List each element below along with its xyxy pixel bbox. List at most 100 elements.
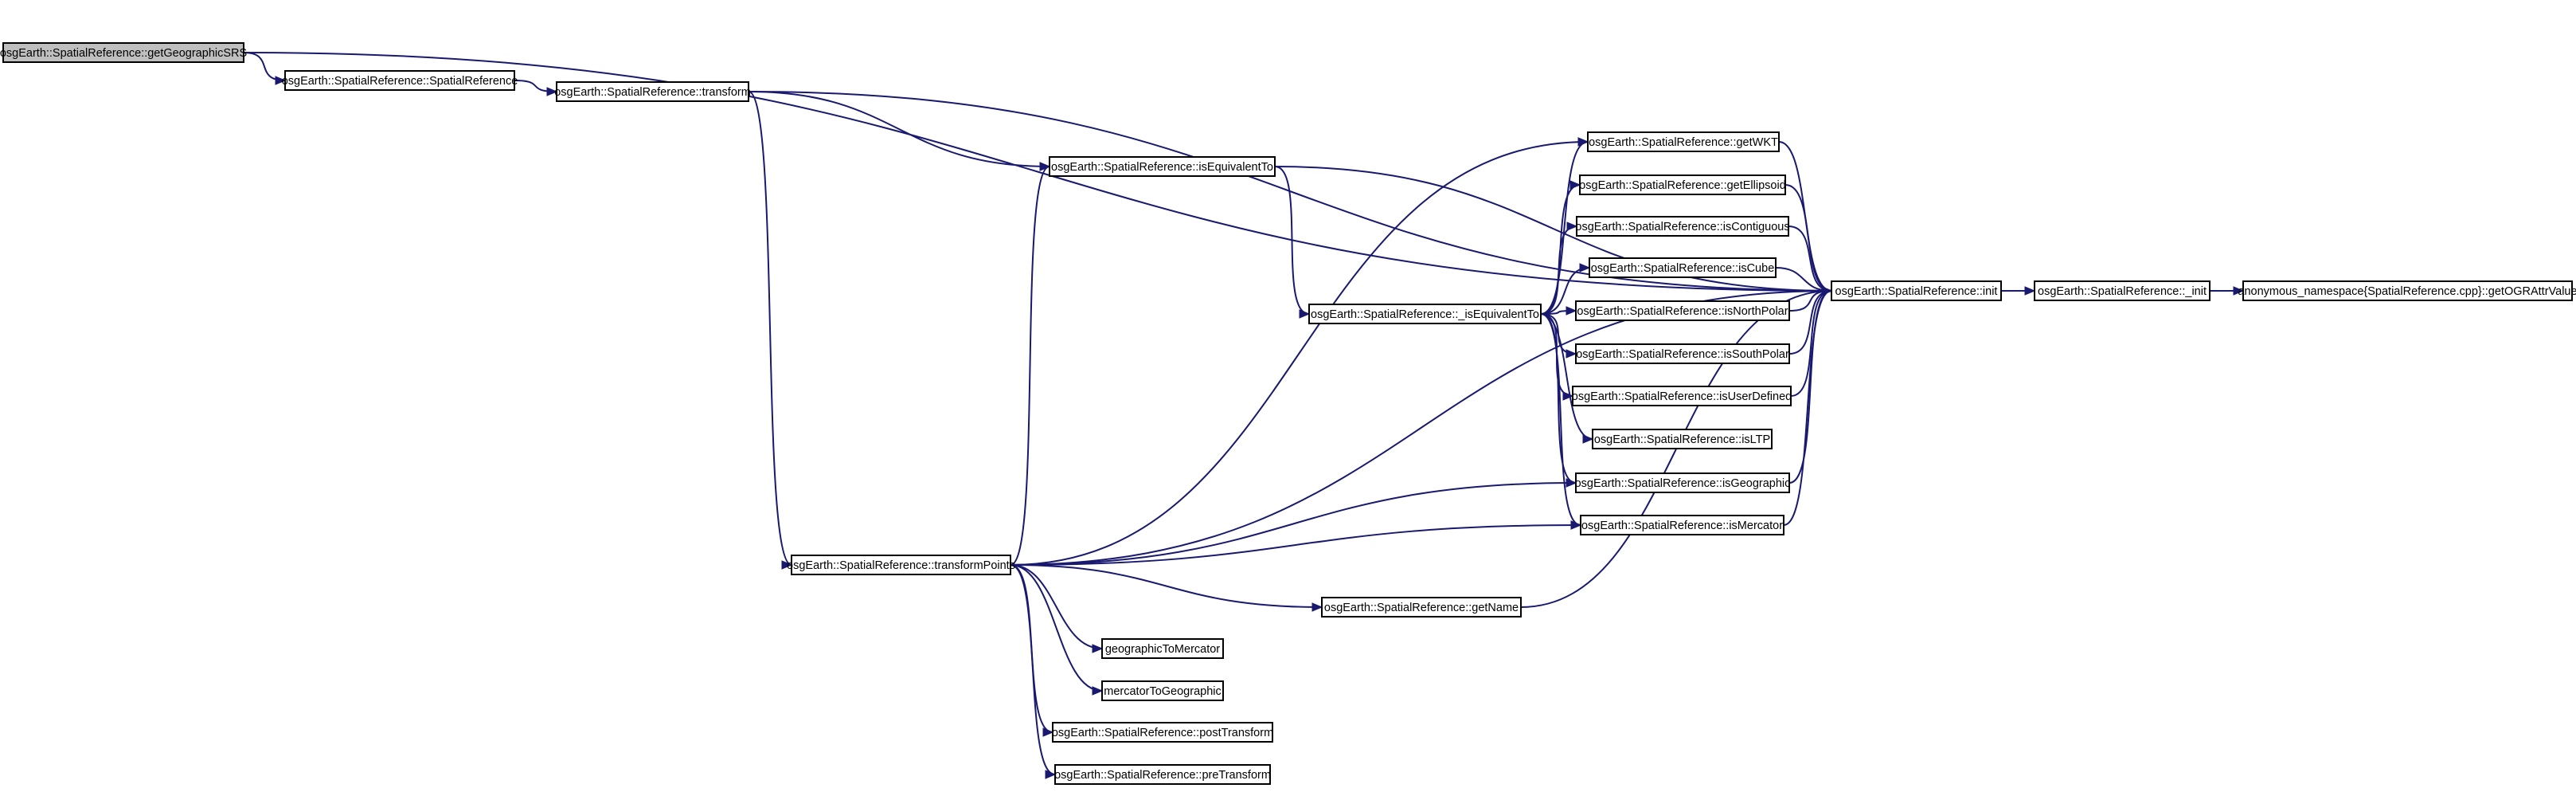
edge-transform-to-isEquivalentTo bbox=[748, 91, 1050, 167]
node-label: osgEarth::SpatialReference::isGeographic bbox=[1575, 477, 1791, 490]
arrowhead-transformPoints-to-geographicToMercator bbox=[1092, 644, 1104, 653]
node-preTransform[interactable]: osgEarth::SpatialReference::preTransform bbox=[1054, 764, 1271, 785]
arrowhead-_init-to-getOGRAttrValue bbox=[2233, 286, 2245, 296]
arrowhead-_isEquivalentTo-to-getEllipsoid bbox=[1569, 180, 1581, 190]
edge-transformPoints-to-preTransform bbox=[1010, 564, 1056, 775]
node-box[interactable] bbox=[1575, 343, 1790, 364]
arrowhead-_isEquivalentTo-to-isContiguous bbox=[1566, 222, 1578, 231]
node-box[interactable] bbox=[1575, 472, 1790, 493]
node-postTransform[interactable]: osgEarth::SpatialReference::postTransfor… bbox=[1052, 722, 1273, 743]
edge-transformPoints-to-getWKT bbox=[1010, 141, 1589, 566]
edge-_isEquivalentTo-to-isContiguous bbox=[1540, 225, 1577, 315]
node-box[interactable] bbox=[1321, 597, 1522, 618]
arrowhead-getName-to-init bbox=[1821, 286, 1833, 296]
arrowhead-init-to-_init bbox=[2024, 286, 2036, 296]
node-getWKT[interactable]: osgEarth::SpatialReference::getWKT bbox=[1587, 131, 1780, 152]
node-isContiguous[interactable]: osgEarth::SpatialReference::isContiguous bbox=[1575, 216, 1790, 237]
node-isNorthPolar[interactable]: osgEarth::SpatialReference::isNorthPolar bbox=[1575, 300, 1790, 321]
node-box[interactable] bbox=[1592, 429, 1773, 449]
arrowhead-transform-to-transformPoints bbox=[781, 560, 793, 570]
node-label: osgEarth::SpatialReference::init bbox=[1835, 285, 1998, 298]
node-label: mercatorToGeographic bbox=[1104, 685, 1222, 698]
arrowhead-_isEquivalentTo-to-isCube bbox=[1579, 263, 1591, 272]
node-label: osgEarth::SpatialReference::preTransform bbox=[1054, 769, 1271, 782]
node-label: osgEarth::SpatialReference::isEquivalent… bbox=[1051, 161, 1273, 174]
arrowhead-isEquivalentTo-to-_isEquivalentTo bbox=[1299, 309, 1311, 319]
arrowhead-transformPoints-to-isEquivalentTo bbox=[1039, 162, 1051, 171]
node-_isEquivalentTo[interactable]: osgEarth::SpatialReference::_isEquivalen… bbox=[1308, 304, 1542, 324]
node-_init[interactable]: osgEarth::SpatialReference::_init bbox=[2034, 280, 2211, 301]
node-label: osgEarth::SpatialReference::isCube bbox=[1591, 262, 1775, 275]
node-box[interactable] bbox=[1101, 638, 1224, 659]
node-isUserDefined[interactable]: osgEarth::SpatialReference::isUserDefine… bbox=[1572, 386, 1792, 406]
node-box[interactable] bbox=[284, 70, 515, 91]
node-label: anonymous_namespace{SpatialReference.cpp… bbox=[2238, 285, 2576, 298]
node-label: osgEarth::SpatialReference::transformPoi… bbox=[787, 559, 1015, 572]
node-box[interactable] bbox=[1308, 304, 1542, 324]
node-label: osgEarth::SpatialReference::isMercator bbox=[1581, 520, 1783, 532]
node-box[interactable] bbox=[2034, 280, 2211, 301]
node-box[interactable] bbox=[1572, 386, 1792, 406]
node-label: osgEarth::SpatialReference::getGeographi… bbox=[0, 47, 247, 60]
graph-nodes: osgEarth::SpatialReference::getGeographi… bbox=[0, 42, 2576, 785]
edge-isEquivalentTo-to-_isEquivalentTo bbox=[1274, 166, 1310, 315]
node-label: osgEarth::SpatialReference::isContiguous bbox=[1575, 221, 1789, 233]
edge-transformPoints-to-isMercator bbox=[1010, 524, 1581, 566]
node-transform[interactable]: osgEarth::SpatialReference::transform bbox=[554, 81, 751, 102]
node-isSouthPolar[interactable]: osgEarth::SpatialReference::isSouthPolar bbox=[1575, 343, 1790, 364]
node-isEquivalentTo[interactable]: osgEarth::SpatialReference::isEquivalent… bbox=[1049, 156, 1276, 177]
node-getEllipsoid[interactable]: osgEarth::SpatialReference::getEllipsoid bbox=[1579, 174, 1786, 195]
node-mercatorToGeographic[interactable]: mercatorToGeographic bbox=[1101, 680, 1224, 701]
node-isLTP[interactable]: osgEarth::SpatialReference::isLTP bbox=[1592, 429, 1773, 449]
arrowhead-_isEquivalentTo-to-isUserDefined bbox=[1562, 391, 1574, 401]
edge-getEllipsoid-to-init bbox=[1784, 184, 1832, 292]
arrowhead-transformPoints-to-postTransform bbox=[1042, 727, 1054, 737]
node-box[interactable] bbox=[2, 42, 244, 63]
node-box[interactable] bbox=[1831, 280, 2002, 301]
edge-transformPoints-to-geographicToMercator bbox=[1010, 564, 1103, 649]
node-label: osgEarth::SpatialReference::isUserDefine… bbox=[1572, 390, 1792, 403]
node-box[interactable] bbox=[1587, 131, 1780, 152]
node-label: osgEarth::SpatialReference::postTransfor… bbox=[1052, 727, 1273, 739]
node-isCube[interactable]: osgEarth::SpatialReference::isCube bbox=[1589, 257, 1777, 278]
node-getGeographicSRS[interactable]: osgEarth::SpatialReference::getGeographi… bbox=[0, 42, 247, 63]
node-box[interactable] bbox=[1575, 300, 1790, 321]
node-getOGRAttrValue[interactable]: anonymous_namespace{SpatialReference.cpp… bbox=[2238, 280, 2576, 301]
node-box[interactable] bbox=[1580, 515, 1784, 535]
node-SpatialReference[interactable]: osgEarth::SpatialReference::SpatialRefer… bbox=[282, 70, 518, 91]
node-box[interactable] bbox=[1052, 722, 1273, 743]
edge-isContiguous-to-init bbox=[1788, 225, 1832, 292]
node-label: osgEarth::SpatialReference::isSouthPolar bbox=[1576, 348, 1789, 361]
node-transformPoints[interactable]: osgEarth::SpatialReference::transformPoi… bbox=[787, 555, 1015, 575]
edge-getGeographicSRS-to-init bbox=[243, 52, 1832, 292]
node-label: osgEarth::SpatialReference::isNorthPolar bbox=[1577, 305, 1788, 318]
node-box[interactable] bbox=[1049, 156, 1276, 177]
arrowhead-_isEquivalentTo-to-isNorthPolar bbox=[1566, 306, 1577, 316]
node-box[interactable] bbox=[1054, 764, 1271, 785]
node-geographicToMercator[interactable]: geographicToMercator bbox=[1101, 638, 1224, 659]
node-label: osgEarth::SpatialReference::SpatialRefer… bbox=[282, 75, 518, 88]
node-box[interactable] bbox=[1576, 216, 1789, 237]
edge-transformPoints-to-isEquivalentTo bbox=[1010, 166, 1050, 566]
node-getName[interactable]: osgEarth::SpatialReference::getName bbox=[1321, 597, 1522, 618]
edge-_isEquivalentTo-to-getWKT bbox=[1540, 141, 1589, 315]
node-label: osgEarth::SpatialReference::_isEquivalen… bbox=[1311, 308, 1539, 321]
node-box[interactable] bbox=[1579, 174, 1786, 195]
edge-isEquivalentTo-to-init bbox=[1274, 166, 1832, 292]
arrowhead-_isEquivalentTo-to-isLTP bbox=[1582, 434, 1594, 444]
node-init[interactable]: osgEarth::SpatialReference::init bbox=[1831, 280, 2002, 301]
node-label: osgEarth::SpatialReference::getEllipsoid bbox=[1579, 179, 1786, 192]
node-box[interactable] bbox=[556, 81, 749, 102]
arrowhead-_isEquivalentTo-to-isGeographic bbox=[1566, 478, 1577, 488]
node-box[interactable] bbox=[1101, 680, 1224, 701]
node-box[interactable] bbox=[791, 555, 1011, 575]
node-isGeographic[interactable]: osgEarth::SpatialReference::isGeographic bbox=[1575, 472, 1791, 493]
edge-transformPoints-to-isGeographic bbox=[1010, 482, 1577, 566]
node-box[interactable] bbox=[2242, 280, 2573, 301]
arrowhead-getGeographicSRS-to-SpatialReference bbox=[275, 76, 287, 85]
arrowhead-_isEquivalentTo-to-getWKT bbox=[1577, 137, 1589, 147]
arrowhead-_isEquivalentTo-to-isMercator bbox=[1570, 520, 1582, 530]
node-isMercator[interactable]: osgEarth::SpatialReference::isMercator bbox=[1580, 515, 1784, 535]
node-box[interactable] bbox=[1589, 257, 1777, 278]
edge-_isEquivalentTo-to-isLTP bbox=[1540, 313, 1593, 440]
